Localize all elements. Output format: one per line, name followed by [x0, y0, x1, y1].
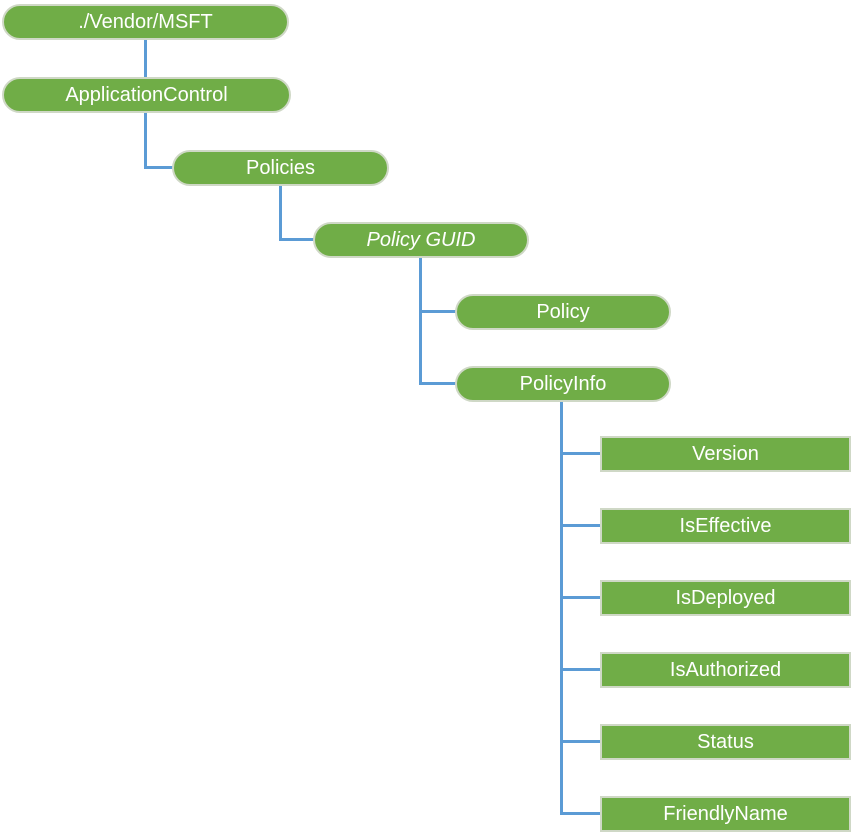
connector-policyguid-to-policy-stub [419, 310, 459, 313]
connector-vendor-to-applicationcontrol [144, 38, 147, 79]
connector-policyinfo-to-version-stub [560, 452, 604, 455]
node-isauthorized: IsAuthorized [600, 652, 851, 688]
connector-applicationcontrol-to-policies-vertical [144, 111, 147, 169]
node-friendlyname: FriendlyName [600, 796, 851, 832]
connector-policies-to-policyguid-vertical [279, 184, 282, 241]
connector-policyinfo-to-iseffective-stub [560, 524, 604, 527]
connector-policyguid-trunk [419, 256, 422, 385]
node-policy: Policy [455, 294, 671, 330]
node-isdeployed: IsDeployed [600, 580, 851, 616]
connector-policyinfo-to-status-stub [560, 740, 604, 743]
connector-policies-to-policyguid-elbow [279, 238, 317, 241]
node-version: Version [600, 436, 851, 472]
node-policyinfo: PolicyInfo [455, 366, 671, 402]
node-policy-guid: Policy GUID [313, 222, 529, 258]
node-status: Status [600, 724, 851, 760]
node-iseffective: IsEffective [600, 508, 851, 544]
node-vendor-msft: ./Vendor/MSFT [2, 4, 289, 40]
connector-applicationcontrol-to-policies-elbow [144, 166, 176, 169]
connector-policyinfo-to-isdeployed-stub [560, 596, 604, 599]
node-policies: Policies [172, 150, 389, 186]
connector-policyinfo-trunk [560, 400, 563, 815]
node-applicationcontrol: ApplicationControl [2, 77, 291, 113]
connector-policyinfo-to-isauthorized-stub [560, 668, 604, 671]
connector-policyinfo-to-friendlyname-stub [560, 812, 604, 815]
connector-policyguid-to-policyinfo-stub [419, 382, 459, 385]
